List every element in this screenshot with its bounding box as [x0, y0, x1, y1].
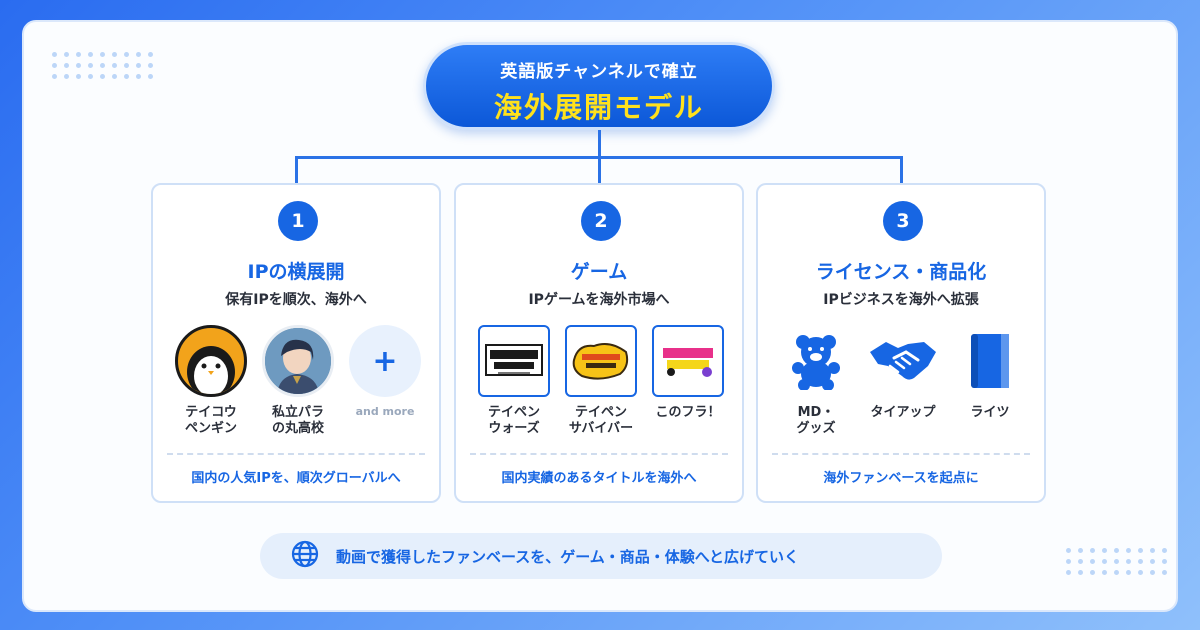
item-teikou-penguin: テイコウ ペンギン: [171, 325, 251, 437]
connector-left: [295, 156, 298, 184]
card-subtitle: 保有IPを順次、海外へ: [225, 292, 367, 308]
card-footer: 国内実績のあるタイトルを海外へ: [470, 453, 728, 486]
school-avatar-icon: [262, 325, 334, 397]
bottom-summary: 動画で獲得したファンベースを、ゲーム・商品・体験へと広げていく: [260, 533, 942, 579]
teddy-bear-icon: [780, 325, 852, 397]
bottom-summary-text: 動画で獲得したファンベースを、ゲーム・商品・体験へと広げていく: [336, 547, 800, 566]
penguin-avatar-icon: [175, 325, 247, 397]
decorative-dots: [1066, 548, 1168, 575]
connector-trunk: [598, 130, 601, 158]
header-title: 海外展開モデル: [493, 91, 704, 124]
step-number: 3: [883, 201, 923, 241]
item-teipen-survivor: テイペン サバイバー: [561, 325, 641, 437]
item-teipen-wars: テイペン ウォーズ: [474, 325, 554, 437]
connector-middle: [598, 156, 601, 184]
item-private-school: 私立パラ の丸高校: [258, 325, 338, 437]
item-and-more: + and more: [345, 325, 425, 418]
card-footer: 国内の人気IPを、順次グローバルへ: [167, 453, 425, 486]
card-ip-expansion: 1 IPの横展開 保有IPを順次、海外へ テイコウ ペンギン: [151, 183, 441, 503]
step-number: 1: [278, 201, 318, 241]
card-title: IPの横展開: [247, 261, 345, 283]
decorative-dots: [52, 52, 154, 79]
card-subtitle: IPビジネスを海外へ拡張: [823, 292, 979, 308]
card-licensing: 3 ライセンス・商品化 IPビジネスを海外へ拡張: [756, 183, 1046, 503]
card-footer: 海外ファンベースを起点に: [772, 453, 1030, 486]
header-pill: 英語版チャンネルで確立 海外展開モデル: [423, 42, 775, 130]
step-number: 2: [581, 201, 621, 241]
handshake-icon: [867, 325, 939, 397]
card-title: ゲーム: [570, 261, 628, 283]
game-logo-icon: [652, 325, 724, 397]
book-icon: [954, 325, 1026, 397]
plus-icon: +: [349, 325, 421, 397]
game-logo-icon: [565, 325, 637, 397]
card-games: 2 ゲーム IPゲームを海外市場へ テイペン ウォーズ: [454, 183, 744, 503]
connector-right: [900, 156, 903, 184]
item-kono-fura: このフラ！: [648, 325, 728, 421]
item-rights: ライツ: [950, 325, 1030, 421]
item-tie-up: タイアップ: [863, 325, 943, 421]
game-logo-icon: [478, 325, 550, 397]
header-subtitle: 英語版チャンネルで確立: [500, 62, 698, 82]
globe-icon: [290, 539, 320, 573]
card-subtitle: IPゲームを海外市場へ: [528, 292, 670, 308]
card-title: ライセンス・商品化: [815, 261, 987, 283]
item-md-goods: MD・ グッズ: [776, 325, 856, 437]
